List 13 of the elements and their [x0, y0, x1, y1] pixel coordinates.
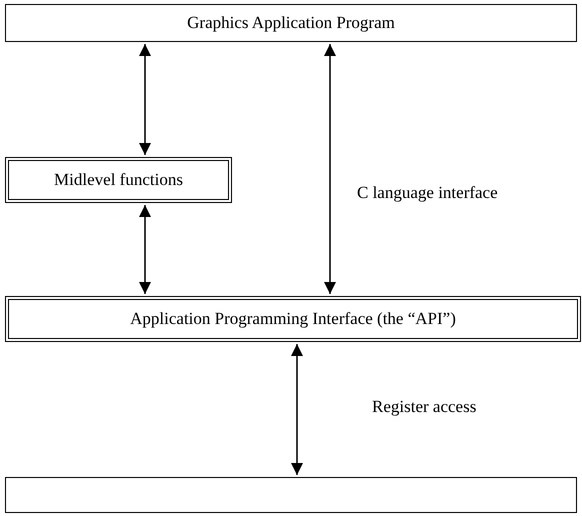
function-box — [5, 157, 232, 203]
double-arrow — [324, 44, 336, 294]
double-arrow — [291, 344, 303, 475]
interface-box — [5, 296, 581, 342]
node-text: Application Programming Interface (the “API”) — [130, 309, 456, 329]
node-text: Graphics Application Program — [187, 13, 395, 33]
double-arrow — [139, 205, 151, 294]
interface-label: Register access — [372, 397, 476, 417]
hardware-box — [5, 477, 577, 513]
interface-label: C language interface — [357, 183, 498, 203]
program-box — [5, 4, 577, 42]
double-arrow — [139, 44, 151, 155]
node-text: Midlevel functions — [54, 170, 183, 190]
